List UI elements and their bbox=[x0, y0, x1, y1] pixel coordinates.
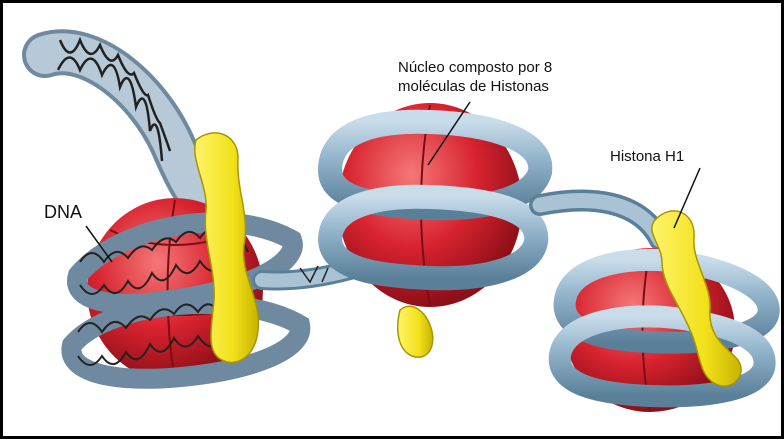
nucleosome-2 bbox=[330, 103, 540, 307]
label-histona-h1: Histona H1 bbox=[610, 149, 684, 166]
histone-h1-2 bbox=[398, 306, 433, 357]
label-nucleo-line2: moléculas de Histonas bbox=[398, 77, 552, 96]
label-histone-octamer: Núcleo composto por 8 moléculas de Histo… bbox=[398, 58, 552, 96]
dna-incoming-tube bbox=[45, 40, 215, 210]
label-dna: DNA bbox=[44, 203, 82, 223]
label-nucleo-line1: Núcleo composto por 8 bbox=[398, 58, 552, 77]
